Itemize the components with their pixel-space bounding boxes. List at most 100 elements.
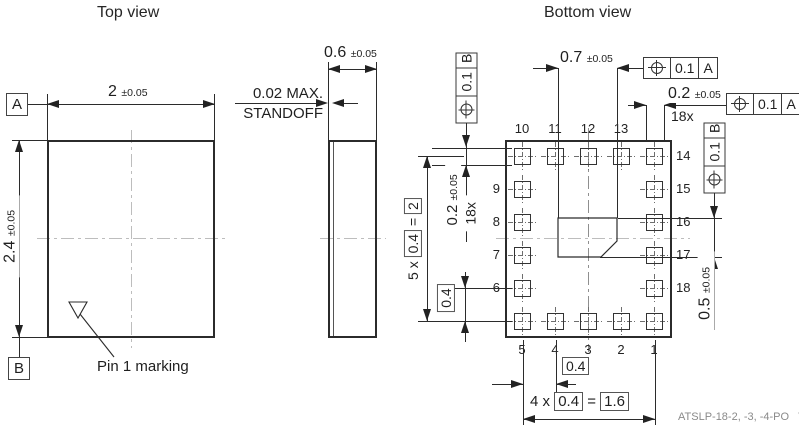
pad-16 <box>640 208 669 237</box>
pad-square <box>646 247 663 264</box>
dim-pitch-bottom-single: 0.4 <box>560 357 592 376</box>
pin-number-6: 6 <box>476 280 500 295</box>
position-tolerance-icon <box>705 167 725 193</box>
ext-line <box>12 140 47 141</box>
ext-line <box>455 288 512 289</box>
pad-square <box>514 214 531 231</box>
tolerance-frame-left-b: 0.1 B <box>455 49 478 124</box>
pin-number-16: 16 <box>676 214 691 229</box>
pad-4 <box>541 307 570 336</box>
dim-value: 2 <box>108 83 117 100</box>
dim-value: 0.2 <box>444 204 462 226</box>
standoff-leader-line <box>235 103 316 104</box>
dim-tol: ±0.05 <box>448 174 461 201</box>
dim-pitch-boxed: 0.4 <box>436 284 456 312</box>
top-view-centerline-v <box>131 130 132 348</box>
datum-b-box: B <box>8 357 30 380</box>
arrow-up-icon <box>461 321 469 333</box>
pad-crosshair-v <box>654 241 655 270</box>
dim-top-height: 2.4 ±0.05 <box>1 195 20 278</box>
pad-17 <box>640 241 669 270</box>
dim-value: 0.6 <box>324 44 347 61</box>
datum-ref: A <box>781 94 799 114</box>
pad-3 <box>574 307 603 336</box>
pin-number-5: 5 <box>518 342 526 357</box>
top-view-body <box>47 140 215 338</box>
pad-9 <box>508 175 537 204</box>
pin-number-13: 13 <box>613 121 629 136</box>
arrow-down-icon <box>461 276 469 288</box>
pad-crosshair-v <box>654 175 655 204</box>
pad-count-label: 18x <box>463 195 479 232</box>
ext-line <box>376 62 377 140</box>
pin-number-7: 7 <box>492 247 500 262</box>
dim-line <box>664 105 726 106</box>
dim-tol: ±0.05 <box>350 48 377 60</box>
side-view-terminal-line <box>333 142 334 336</box>
dim-pad-size-left: 0.2 ±0.05 <box>444 159 462 240</box>
position-tolerance-icon <box>457 97 477 123</box>
bottom-view-body <box>505 140 672 338</box>
dim-line <box>714 218 715 330</box>
dim-pitch-bottom-total: 4 x 0.4 = 1.6 <box>528 392 632 412</box>
arrow-left-icon <box>332 99 344 107</box>
dim-line <box>465 272 466 342</box>
pad-6 <box>508 274 537 303</box>
top-view-title: Top view <box>97 4 160 21</box>
pad-8 <box>508 208 537 237</box>
pad-crosshair-v <box>621 307 622 336</box>
pin-number-1: 1 <box>650 342 658 357</box>
dim-ep-height: 0.5 ±0.05 <box>697 251 715 336</box>
dim-total-boxed: 2 <box>403 198 423 214</box>
dim-line <box>427 156 428 321</box>
arrow-left-icon <box>664 101 676 109</box>
pad-square <box>580 313 597 330</box>
arrow-down-icon <box>423 309 431 321</box>
pin-number-10: 10 <box>514 121 530 136</box>
arrow-up-icon <box>15 140 23 152</box>
ext-line <box>646 105 647 141</box>
ext-line <box>558 68 559 218</box>
dim-total-boxed: 1.6 <box>600 392 630 412</box>
pad-crosshair-v <box>522 274 523 303</box>
dim-tol: ±0.05 <box>700 266 713 294</box>
dim-pitch-boxed: 0.4 <box>403 229 423 258</box>
pad-18 <box>640 274 669 303</box>
dim-prefix: 5 x <box>404 261 421 280</box>
pad-2 <box>607 307 636 336</box>
pad-crosshair-v <box>555 142 556 171</box>
tolerance-frame-right-a: 0.1 A <box>726 93 799 115</box>
pad-10 <box>508 142 537 171</box>
datum-ref: B <box>704 119 725 139</box>
dim-tol: ±0.05 <box>5 209 18 237</box>
doc-code: ATSLP-18-2, -3, -4-PO <box>678 411 790 423</box>
datum-ref: A <box>698 58 716 78</box>
pad-15 <box>640 175 669 204</box>
pad-square <box>547 148 564 165</box>
pad-count-label: 18x <box>671 108 694 124</box>
ext-line <box>418 156 464 157</box>
standoff-value-label: 0.02 MAX. <box>252 85 323 102</box>
pin-number-12: 12 <box>580 121 596 136</box>
ext-line <box>328 62 329 140</box>
ext-line <box>523 340 524 425</box>
dim-ep-width: 0.7 ±0.05 <box>558 49 615 67</box>
pad-11 <box>541 142 570 171</box>
standoff-leader-line <box>344 103 358 104</box>
ext-line <box>600 257 722 258</box>
arrow-left-icon <box>523 415 535 423</box>
arrow-right-icon <box>203 100 215 108</box>
tolerance-value: 0.1 <box>456 68 477 97</box>
pin-number-2: 2 <box>617 342 625 357</box>
dim-pitch-left-total: 5 x 0.4 = 2 <box>403 178 423 301</box>
ext-line <box>12 337 47 338</box>
ext-line <box>556 340 557 392</box>
pad-7 <box>508 241 537 270</box>
dim-value: 2.4 <box>1 240 19 263</box>
dim-pitch-boxed: 0.4 <box>554 392 584 412</box>
arrow-right-icon <box>365 65 377 73</box>
side-view-centerline-h <box>320 238 386 239</box>
pin1-marking-label: Pin 1 marking <box>97 358 189 375</box>
pad-12 <box>574 142 603 171</box>
leader-line <box>714 193 715 218</box>
